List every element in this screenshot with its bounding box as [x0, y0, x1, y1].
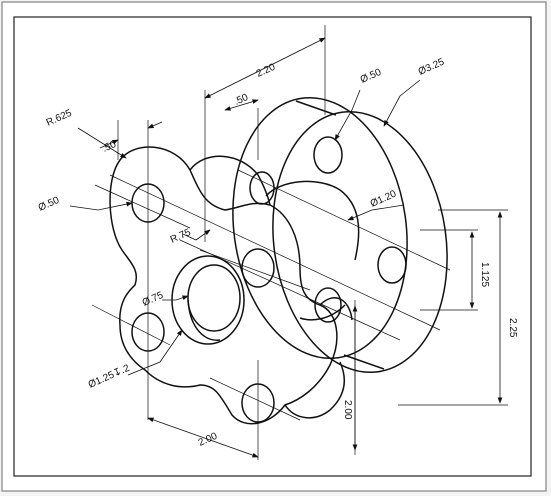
dim-bolt-circle: 1.125 — [479, 262, 490, 287]
flange-hole-right — [377, 246, 407, 284]
flange-front-edge — [272, 110, 448, 374]
lobe-hole-right — [241, 248, 275, 288]
flange-hole-bottom — [314, 287, 342, 323]
flange-hole-top — [313, 136, 343, 174]
dim-flange-height: 2.25 — [507, 318, 518, 338]
dim-flange-offset: .50 — [233, 92, 251, 108]
flange-hole-left — [249, 171, 275, 205]
lobed-plate-back — [189, 155, 271, 206]
lobe-hole-left — [131, 312, 165, 352]
drawing-frame — [13, 16, 532, 477]
dim-vertical-span: 2.00 — [342, 400, 353, 420]
dimension-lines — [69, 37, 503, 458]
dim-lobe-offset: .50 — [101, 139, 119, 155]
hub-outline — [265, 180, 360, 261]
